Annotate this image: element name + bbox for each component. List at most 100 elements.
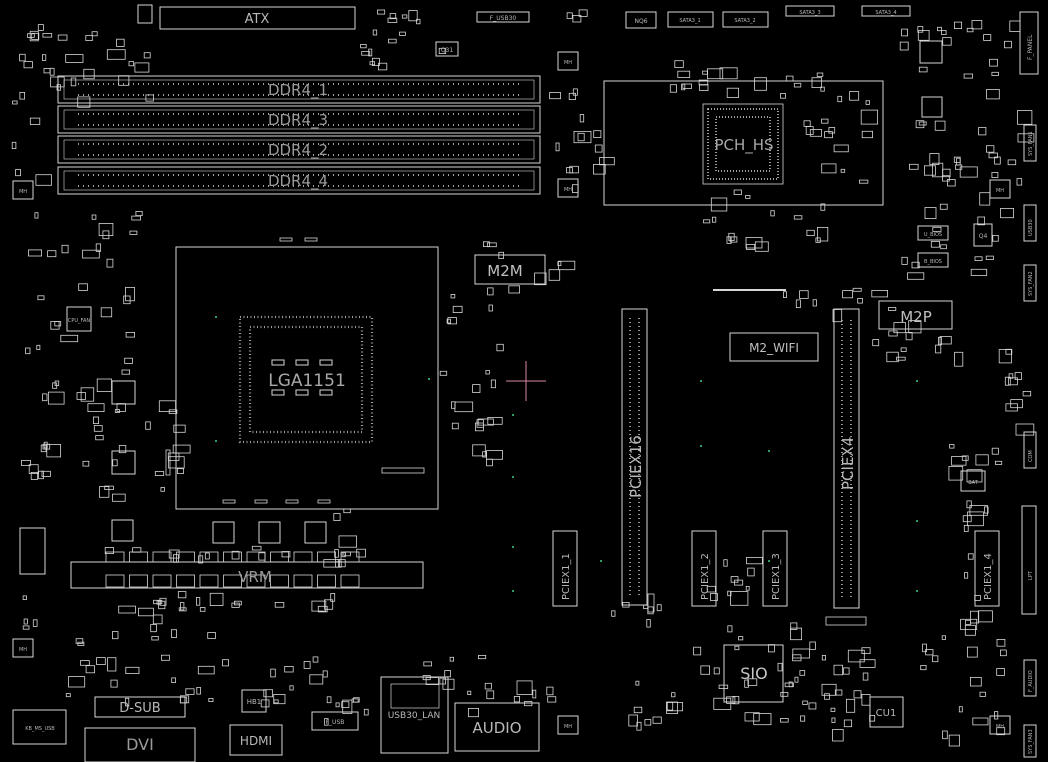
pciex1-slot-4-label: PCIEX1_4 — [983, 553, 994, 600]
f-usb30-header[interactable]: F_USB30 — [476, 11, 530, 23]
smd-part — [36, 344, 41, 350]
smd-part — [23, 61, 33, 69]
m2p-slot[interactable]: M2P — [878, 300, 953, 330]
smd-part — [955, 164, 963, 170]
smd-part — [727, 625, 733, 633]
smd-part — [60, 334, 79, 343]
smd-part — [793, 215, 803, 220]
smd-part — [129, 230, 138, 235]
smd-part — [317, 605, 328, 613]
via-marker — [768, 450, 770, 452]
smd-part — [729, 236, 738, 243]
smd-part — [281, 551, 291, 558]
smd-part — [860, 109, 879, 125]
smd-part — [744, 712, 760, 722]
pciex1-slot-4[interactable]: PCIEX1_4 — [974, 530, 1000, 607]
lpt-header[interactable]: LPT — [1021, 505, 1037, 615]
hb1-chip[interactable]: HB1 — [241, 689, 267, 713]
usb30-header[interactable]: USB30 — [1023, 204, 1037, 242]
smd-part — [323, 559, 340, 568]
b-bios-chip[interactable]: B_BIOS — [917, 252, 949, 268]
mount-hole-1-label: MH — [19, 189, 27, 195]
smd-part — [1014, 372, 1022, 381]
pciex16-slot[interactable]: PCIEX16 — [621, 308, 648, 606]
sata3-1-port[interactable]: SATA3_1 — [667, 11, 714, 28]
sys-fan2-header[interactable]: SYS_FAN2 — [1023, 264, 1037, 302]
battery-chip[interactable]: BAT — [960, 470, 986, 492]
hdmi-port[interactable]: HDMI — [229, 724, 283, 756]
smd-part — [401, 14, 408, 19]
smd-part — [972, 717, 989, 726]
smd-part — [487, 287, 494, 296]
pciex1-slot-2[interactable]: PCIEX1_2 — [691, 530, 717, 607]
smd-part — [173, 424, 186, 433]
mount-hole-5-label: MH — [19, 647, 27, 653]
smd-part — [377, 9, 386, 15]
atx-connector[interactable]: ATX — [159, 6, 356, 30]
smd-part — [389, 13, 397, 20]
audio-jack[interactable]: AUDIO — [454, 702, 540, 752]
dvi-port[interactable]: DVI — [84, 727, 196, 762]
pciex1-slot-1[interactable]: PCIEX1_1 — [552, 530, 578, 607]
ddr4-slot-1[interactable]: DDR4_1 — [57, 75, 541, 104]
sata3-4-label: SATA3_4 — [875, 10, 896, 16]
smd-part — [68, 676, 86, 688]
sys-fan1-header[interactable]: SYS_FAN1 — [1023, 124, 1037, 162]
sio-chip[interactable]: SIO — [723, 644, 784, 703]
mount-hole-1: MH — [12, 180, 34, 200]
usb30-lan-port[interactable]: USB30_LAN — [380, 676, 449, 754]
smd-part — [1015, 423, 1035, 436]
smd-part — [150, 624, 157, 633]
smd-part — [48, 391, 65, 405]
vrm-row[interactable]: VRM — [70, 561, 424, 589]
smd-part — [924, 165, 936, 176]
smd-part — [723, 559, 728, 567]
smd-part — [568, 92, 576, 101]
cpu-fan-chip[interactable]: CPU_FAN — [66, 306, 92, 332]
lpt-label: LPT — [1028, 570, 1034, 580]
q31-chip[interactable]: Q31 — [435, 41, 459, 57]
smd-part — [153, 599, 163, 605]
pciex4-slot[interactable]: PCIEX4 — [833, 308, 860, 609]
via-marker — [512, 476, 514, 478]
cu1-chip[interactable]: CU1 — [869, 696, 904, 728]
smd-part — [341, 552, 346, 558]
sys-fan3-header[interactable]: SYS_FAN3 — [1023, 724, 1037, 758]
smd-part — [730, 576, 739, 583]
nq-chip[interactable]: NQ6 — [625, 11, 657, 29]
sata3-4-port[interactable]: SATA3_4 — [861, 5, 911, 17]
mount-hole-3: MH — [557, 178, 579, 198]
sata3-2-port[interactable]: SATA3_2 — [722, 11, 769, 28]
smd-part — [800, 715, 806, 722]
u-bios-chip[interactable]: U_BIOS — [917, 225, 949, 241]
kb-ms-usb-port[interactable]: KB_MS_USB — [12, 709, 67, 745]
smd-part — [954, 351, 964, 367]
smd-part — [924, 207, 937, 220]
m2m-slot[interactable]: M2M — [474, 254, 546, 285]
dsub-port[interactable]: D-SUB — [94, 696, 186, 718]
smd-part — [42, 393, 48, 402]
com-header[interactable]: COM — [1023, 431, 1037, 469]
smd-part — [439, 370, 448, 376]
smd-part — [969, 505, 988, 516]
smd-part — [477, 418, 494, 426]
cpu-socket[interactable]: LGA1151 — [175, 246, 439, 510]
ddr4-slot-3[interactable]: DDR4_3 — [57, 105, 541, 134]
ddr4-slot-4[interactable]: DDR4_4 — [57, 166, 541, 195]
f-panel-header[interactable]: F_PANEL — [1019, 11, 1039, 75]
via-marker — [916, 520, 918, 522]
pch-chip[interactable]: PCH_HS — [603, 80, 884, 206]
smd-part — [566, 167, 573, 174]
smd-part — [941, 635, 947, 640]
smd-part — [802, 700, 808, 705]
pciex1-slot-3[interactable]: PCIEX1_3 — [762, 530, 788, 607]
smd-part — [970, 610, 980, 624]
q4-chip[interactable]: Q4 — [973, 223, 993, 247]
f-usb-header[interactable]: F_USB — [311, 711, 359, 731]
smd-part — [780, 718, 789, 723]
sata3-3-port[interactable]: SATA3_3 — [785, 5, 835, 17]
m2-wifi-slot[interactable]: M2_WIFI — [729, 332, 819, 362]
smd-part — [896, 356, 906, 361]
f-audio-header[interactable]: F_AUDIO — [1023, 659, 1037, 697]
ddr4-slot-2[interactable]: DDR4_2 — [57, 135, 541, 164]
